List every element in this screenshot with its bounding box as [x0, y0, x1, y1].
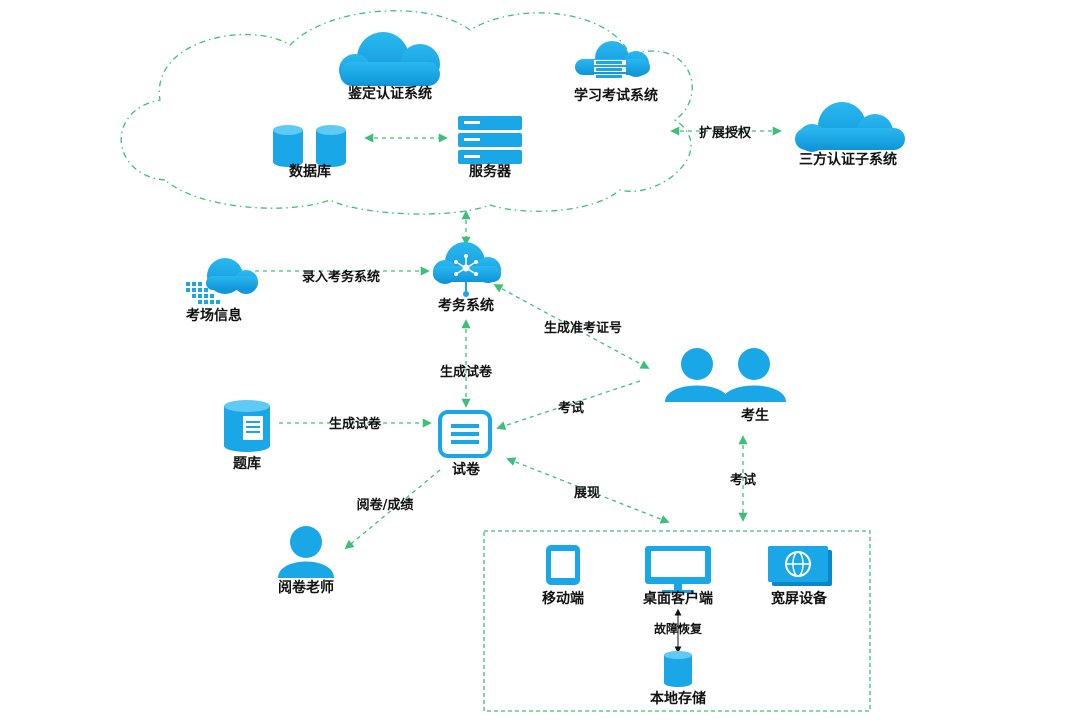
edge-label-exam-candidate-paper: 考试 [558, 400, 584, 416]
globe-screen-icon [768, 546, 832, 586]
monitor-icon [645, 546, 711, 593]
label-database: 数据库 [289, 163, 331, 180]
edge-label-generate-paper-vertical: 生成试卷 [440, 364, 493, 380]
edge-label-exam-candidate-devices: 考试 [730, 472, 756, 488]
network-hub-cloud-icon [433, 242, 501, 297]
exam-site-icon [186, 258, 258, 304]
edge-label-extend-auth: 扩展授权 [699, 125, 752, 141]
edge-label-generate-paper-bank: 生成试卷 [329, 416, 382, 432]
connector-examsystem-candidate [493, 284, 650, 369]
document-icon [438, 410, 492, 458]
cloud-icon [339, 32, 440, 86]
device-group-box [483, 530, 871, 712]
third-party-cloud-icon [795, 102, 905, 152]
label-mobile: 移动端 [542, 590, 584, 607]
cloud-boundary [120, 10, 693, 215]
database-icon [273, 125, 346, 167]
cloud-server-icon [575, 41, 650, 79]
label-local-storage: 本地存储 [650, 690, 706, 707]
label-candidate: 考生 [741, 407, 769, 424]
label-learning-exam-system: 学习考试系统 [574, 87, 658, 104]
question-bank-icon [224, 400, 270, 452]
label-server: 服务器 [469, 163, 512, 180]
label-question-bank: 题库 [233, 455, 261, 472]
edge-label-failure-recovery: 故障恢复 [654, 621, 703, 636]
connector-candidate-paper [496, 380, 641, 431]
label-desktop-client: 桌面客户端 [643, 590, 713, 607]
label-appraisal-system: 鉴定认证系统 [347, 85, 432, 102]
edge-label-grading-scores: 阅卷/成绩 [357, 497, 414, 513]
label-exam-affairs-system: 考务系统 [438, 297, 494, 314]
label-widescreen-device: 宽屏设备 [771, 590, 828, 607]
server-icon [458, 116, 522, 164]
edge-label-enter-exam-system: 录入考务系统 [302, 269, 380, 285]
label-third-party-system: 三方认证子系统 [799, 151, 897, 168]
label-exam-paper: 试卷 [452, 461, 481, 478]
edge-label-display: 展现 [574, 486, 600, 501]
teacher-icon [278, 526, 334, 578]
mobile-icon [546, 545, 580, 585]
label-exam-site-info: 考场信息 [186, 307, 242, 324]
edge-label-generate-admission-no: 生成准考证号 [544, 320, 622, 336]
label-grading-teacher: 阅卷老师 [278, 579, 334, 596]
candidates-icon [665, 348, 786, 402]
storage-icon [664, 651, 692, 687]
